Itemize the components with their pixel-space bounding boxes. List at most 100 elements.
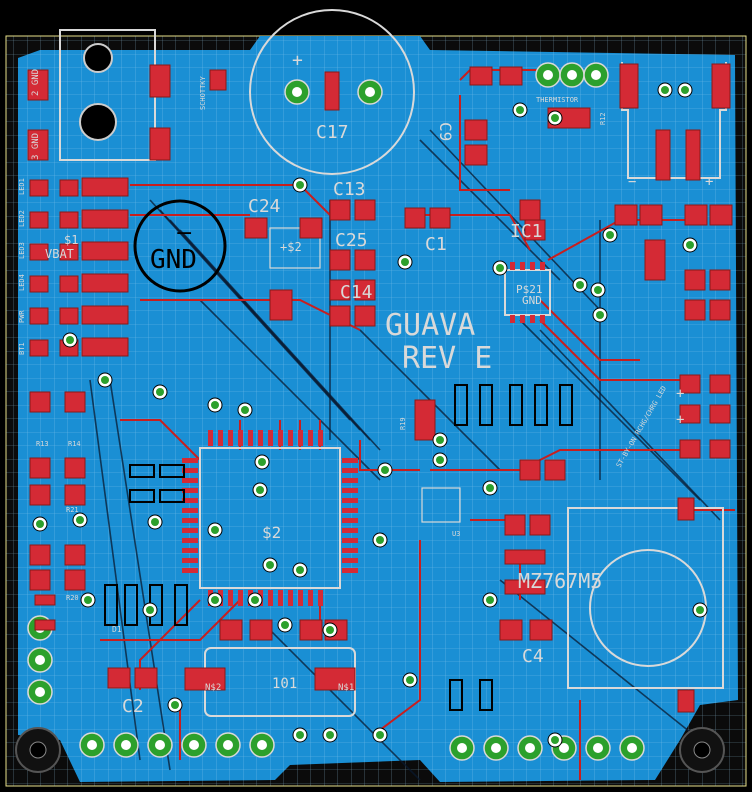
header-pin-bottom-right-drill — [525, 743, 535, 753]
via-center — [84, 596, 92, 604]
c17-label: C17 — [316, 122, 349, 143]
top-trace — [120, 419, 201, 461]
mount-hole-left-inner — [29, 741, 47, 759]
gnd3-label: 3 GND — [31, 133, 41, 160]
ic1-label: IC1 — [510, 221, 543, 242]
smd-pad — [464, 119, 488, 141]
smd-pad — [354, 249, 376, 271]
smd-pad — [524, 219, 546, 241]
smd-pad — [679, 404, 701, 424]
gnd-large-label: GND — [150, 245, 197, 275]
smd-pad — [677, 689, 695, 713]
r19-label: R19 — [399, 417, 407, 430]
via-center — [281, 621, 289, 629]
plus-therm-label: + — [705, 174, 713, 190]
via-center — [211, 526, 219, 534]
u3-label: U3 — [452, 530, 460, 538]
c25-label: C25 — [335, 230, 368, 251]
smd-pad — [404, 207, 426, 229]
smd-pad — [429, 207, 451, 229]
via-center — [171, 701, 179, 709]
top-trace — [539, 299, 640, 361]
bottom-trace — [109, 379, 171, 771]
top-trace — [459, 95, 510, 191]
c13-label: C13 — [333, 179, 366, 200]
smd-pad — [184, 667, 226, 691]
via-center — [551, 114, 559, 122]
ic1-outline — [504, 269, 551, 316]
smd-pad — [329, 279, 351, 301]
smd-pad — [709, 374, 731, 394]
header-pin-bottom-left-drill — [257, 740, 267, 750]
thermistor-pin-drill — [567, 70, 577, 80]
thermistor-label: THERMISTOR — [536, 96, 579, 104]
smd-pad — [29, 484, 51, 506]
mcu-pin-bottom — [308, 590, 313, 606]
via-center — [101, 376, 109, 384]
smd-pad — [29, 339, 49, 357]
via-center — [486, 596, 494, 604]
s2-pad-outline — [269, 227, 321, 269]
mcu-pin-bottom — [288, 590, 293, 606]
via-center — [606, 231, 614, 239]
top-trace — [379, 540, 421, 731]
mcu-pin-left — [182, 538, 198, 543]
mcu-pin-bottom — [318, 590, 323, 606]
via-center — [76, 516, 84, 524]
header-pin-bottom-left-drill — [223, 740, 233, 750]
s2-label: +$2 — [280, 240, 302, 254]
ic1-pin — [510, 315, 515, 323]
footprint-slot — [124, 584, 138, 626]
smd-pad — [29, 275, 49, 293]
smd-pad — [29, 307, 49, 325]
mcu-outline — [199, 447, 341, 589]
header-pin-bottom-right-drill — [559, 743, 569, 753]
via-center — [376, 731, 384, 739]
smd-pad — [354, 279, 376, 301]
mcu-pin-left — [182, 488, 198, 493]
smd-pad — [64, 484, 86, 506]
plus-charge-label-2: + — [676, 412, 684, 428]
smd-pad — [64, 457, 86, 479]
led-row-label: LED4 — [18, 274, 26, 291]
battery-holder-outline — [567, 507, 724, 689]
smd-pad — [29, 544, 51, 566]
ic1-pin — [530, 315, 535, 323]
r13-label: R13 — [36, 440, 49, 448]
smd-pad — [29, 457, 51, 479]
via-center — [486, 484, 494, 492]
smd-pad — [644, 239, 666, 281]
mcu-pin-top — [318, 430, 323, 446]
via-center — [686, 241, 694, 249]
smd-pad — [134, 667, 158, 689]
footprint-slot — [159, 489, 185, 503]
smd-pad — [209, 69, 227, 91]
mcu-pin-left — [182, 498, 198, 503]
via-center — [151, 518, 159, 526]
header-pin-bottom-right-drill — [627, 743, 637, 753]
plus-c17-label: + — [292, 50, 303, 71]
mcu-pin-left — [182, 518, 198, 523]
smd-pad — [107, 667, 131, 689]
smd-pad — [677, 497, 695, 521]
footprint-slot — [159, 464, 185, 478]
bottom-trace — [89, 379, 141, 761]
smd-pad — [59, 211, 79, 229]
mcu-pin-bottom — [228, 590, 233, 606]
r14-label: R14 — [68, 440, 81, 448]
mcu-pin-top — [218, 430, 223, 446]
ic1-pin — [540, 262, 545, 270]
smd-pad — [709, 204, 733, 226]
smd-pad — [64, 391, 86, 413]
mcu-pin-right — [342, 508, 358, 513]
via-center — [211, 596, 219, 604]
c4-label: C4 — [522, 646, 544, 667]
smd-pad — [504, 549, 546, 565]
led-row-label: LED2 — [18, 210, 26, 227]
via-center — [296, 181, 304, 189]
smd-pad — [504, 579, 546, 595]
smd-pad — [27, 129, 49, 161]
jack-hole-1 — [83, 43, 113, 73]
r21-label: R21 — [66, 506, 79, 514]
